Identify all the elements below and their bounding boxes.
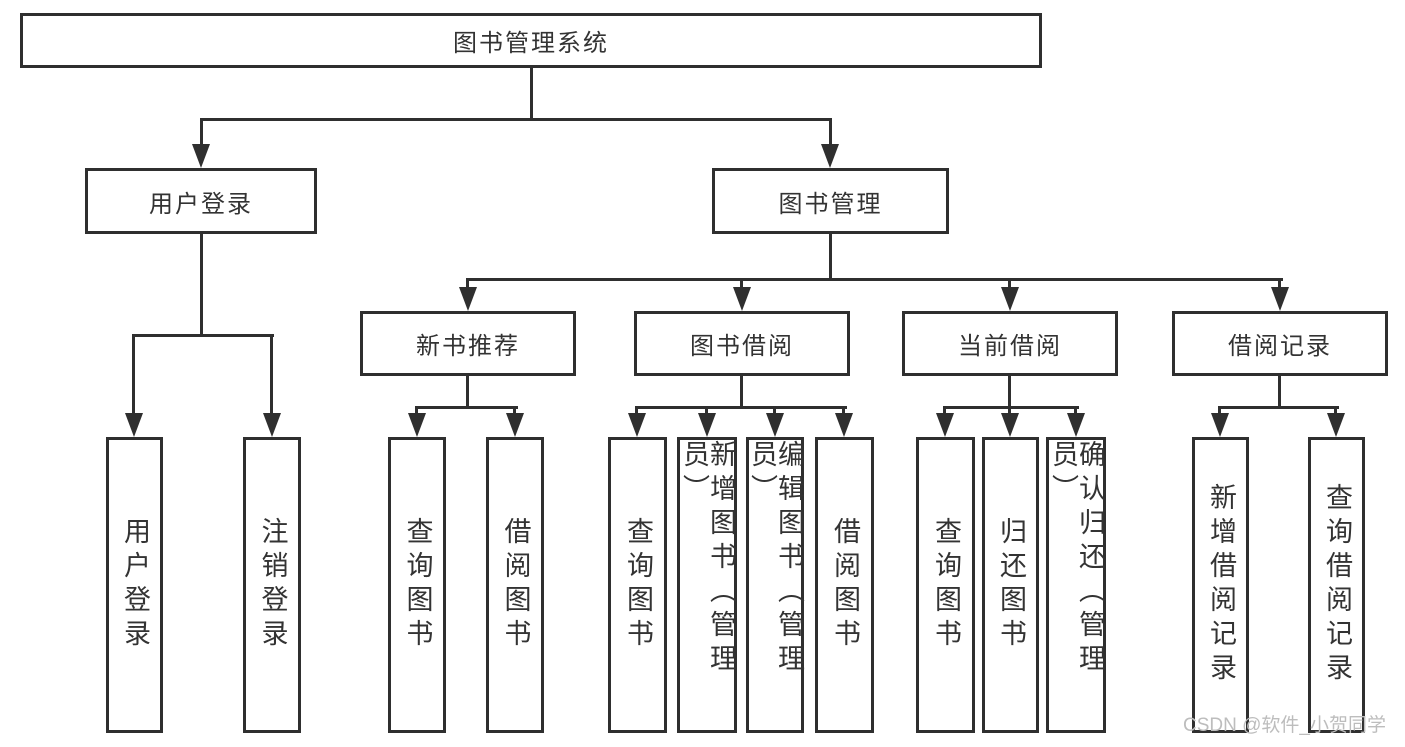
- arrowhead-down-icon: [1211, 413, 1229, 437]
- leaf-newbooks-query-label: 查询图书: [402, 517, 433, 653]
- leaf-user-login: 用户登录: [106, 437, 163, 733]
- connector-l1-drop-left: [200, 118, 203, 146]
- leaf-newbooks-borrow-label: 借阅图书: [500, 517, 531, 653]
- connector-userlogin-hline: [132, 334, 274, 337]
- leaf-borrowing-borrow-label: 借阅图书: [830, 517, 860, 653]
- connector-borrowing-drop-2: [705, 406, 708, 415]
- connector-current-stub: [1008, 376, 1011, 408]
- arrowhead-down-icon: [125, 413, 143, 437]
- connector-newbooks-drop-2: [513, 406, 516, 415]
- node-book-borrowing-label: 图书借阅: [690, 333, 794, 360]
- node-book-management: 图书管理: [712, 168, 949, 234]
- leaf-current-query-label: 查询图书: [931, 517, 961, 653]
- arrowhead-down-icon: [1271, 287, 1289, 311]
- node-borrowing-records-label: 借阅记录: [1228, 333, 1332, 360]
- leaf-borrowing-query-label: 查询图书: [623, 517, 653, 653]
- node-user-login-label: 用户登录: [149, 190, 253, 218]
- leaf-borrowing-borrow: 借阅图书: [815, 437, 874, 733]
- connector-root-stub: [530, 68, 533, 119]
- connector-current-drop-3: [1074, 406, 1077, 415]
- connector-borrowing-drop-3: [773, 406, 776, 415]
- leaf-borrowing-add-label: 新增图书（管理员）: [679, 440, 736, 678]
- connector-newbooks-drop-1: [415, 406, 418, 415]
- leaf-user-login-label: 用户登录: [120, 517, 150, 653]
- connector-userlogin-drop-2: [270, 334, 273, 414]
- connector-current-drop-2: [1008, 406, 1011, 415]
- arrowhead-down-icon: [192, 144, 210, 168]
- node-root-label: 图书管理系统: [453, 30, 609, 57]
- watermark: CSDN @软件_小贺同学: [1183, 715, 1386, 736]
- node-book-borrowing: 图书借阅: [634, 311, 850, 376]
- node-new-books-label: 新书推荐: [416, 333, 520, 360]
- connector-l2-stub: [829, 234, 832, 280]
- leaf-newbooks-query: 查询图书: [388, 437, 446, 733]
- connector-l2-drop-4: [1278, 278, 1281, 290]
- node-root: 图书管理系统: [20, 13, 1042, 68]
- leaf-records-query-label: 查询借阅记录: [1322, 483, 1352, 687]
- connector-records-drop-2: [1334, 406, 1337, 415]
- node-borrowing-records: 借阅记录: [1172, 311, 1388, 376]
- node-user-login: 用户登录: [85, 168, 317, 234]
- connector-l2-drop-2: [740, 278, 743, 290]
- arrowhead-down-icon: [628, 413, 646, 437]
- leaf-borrowing-edit: 编辑图书（管理员）: [746, 437, 804, 733]
- connector-borrowing-stub: [740, 376, 743, 408]
- connector-newbooks-hline: [415, 406, 518, 409]
- arrowhead-down-icon: [1327, 413, 1345, 437]
- connector-newbooks-stub: [466, 376, 469, 408]
- arrowhead-down-icon: [733, 287, 751, 311]
- connector-l1-hline: [200, 118, 831, 121]
- leaf-current-return: 归还图书: [982, 437, 1039, 733]
- connector-borrowing-drop-4: [842, 406, 845, 415]
- connector-current-hline: [943, 406, 1079, 409]
- arrowhead-down-icon: [835, 413, 853, 437]
- connector-current-drop-1: [943, 406, 946, 415]
- connector-userlogin-stub: [200, 234, 203, 336]
- arrowhead-down-icon: [936, 413, 954, 437]
- arrowhead-down-icon: [1001, 413, 1019, 437]
- node-current-borrowing: 当前借阅: [902, 311, 1118, 376]
- connector-records-drop-1: [1218, 406, 1221, 415]
- connector-l2-hline: [466, 278, 1283, 281]
- leaf-logout-label: 注销登录: [257, 517, 288, 653]
- arrowhead-down-icon: [698, 413, 716, 437]
- leaf-borrowing-edit-label: 编辑图书（管理员）: [747, 440, 804, 678]
- leaf-current-return-label: 归还图书: [996, 517, 1026, 653]
- connector-records-hline: [1218, 406, 1339, 409]
- arrowhead-down-icon: [408, 413, 426, 437]
- connector-userlogin-drop-1: [132, 334, 135, 414]
- leaf-current-query: 查询图书: [916, 437, 975, 733]
- arrowhead-down-icon: [1067, 413, 1085, 437]
- connector-l1-drop-right: [829, 118, 832, 146]
- arrowhead-down-icon: [1001, 287, 1019, 311]
- node-current-borrowing-label: 当前借阅: [958, 333, 1062, 360]
- node-book-management-label: 图书管理: [778, 190, 883, 218]
- arrowhead-down-icon: [821, 144, 839, 168]
- leaf-records-add-label: 新增借阅记录: [1206, 483, 1236, 687]
- connector-borrowing-drop-1: [635, 406, 638, 415]
- connector-records-stub: [1278, 376, 1281, 408]
- leaf-records-query: 查询借阅记录: [1308, 437, 1365, 733]
- leaf-current-confirm-label: 确认归还（管理员）: [1048, 440, 1105, 678]
- leaf-logout: 注销登录: [243, 437, 301, 733]
- leaf-borrowing-add: 新增图书（管理员）: [677, 437, 737, 733]
- leaf-borrowing-query: 查询图书: [608, 437, 667, 733]
- leaf-current-confirm: 确认归还（管理员）: [1046, 437, 1106, 733]
- arrowhead-down-icon: [506, 413, 524, 437]
- arrowhead-down-icon: [766, 413, 784, 437]
- connector-l2-drop-1: [466, 278, 469, 290]
- node-new-books: 新书推荐: [360, 311, 576, 376]
- arrowhead-down-icon: [459, 287, 477, 311]
- leaf-newbooks-borrow: 借阅图书: [486, 437, 544, 733]
- leaf-records-add: 新增借阅记录: [1192, 437, 1249, 733]
- connector-l2-drop-3: [1008, 278, 1011, 290]
- connector-borrowing-hline: [635, 406, 847, 409]
- arrowhead-down-icon: [263, 413, 281, 437]
